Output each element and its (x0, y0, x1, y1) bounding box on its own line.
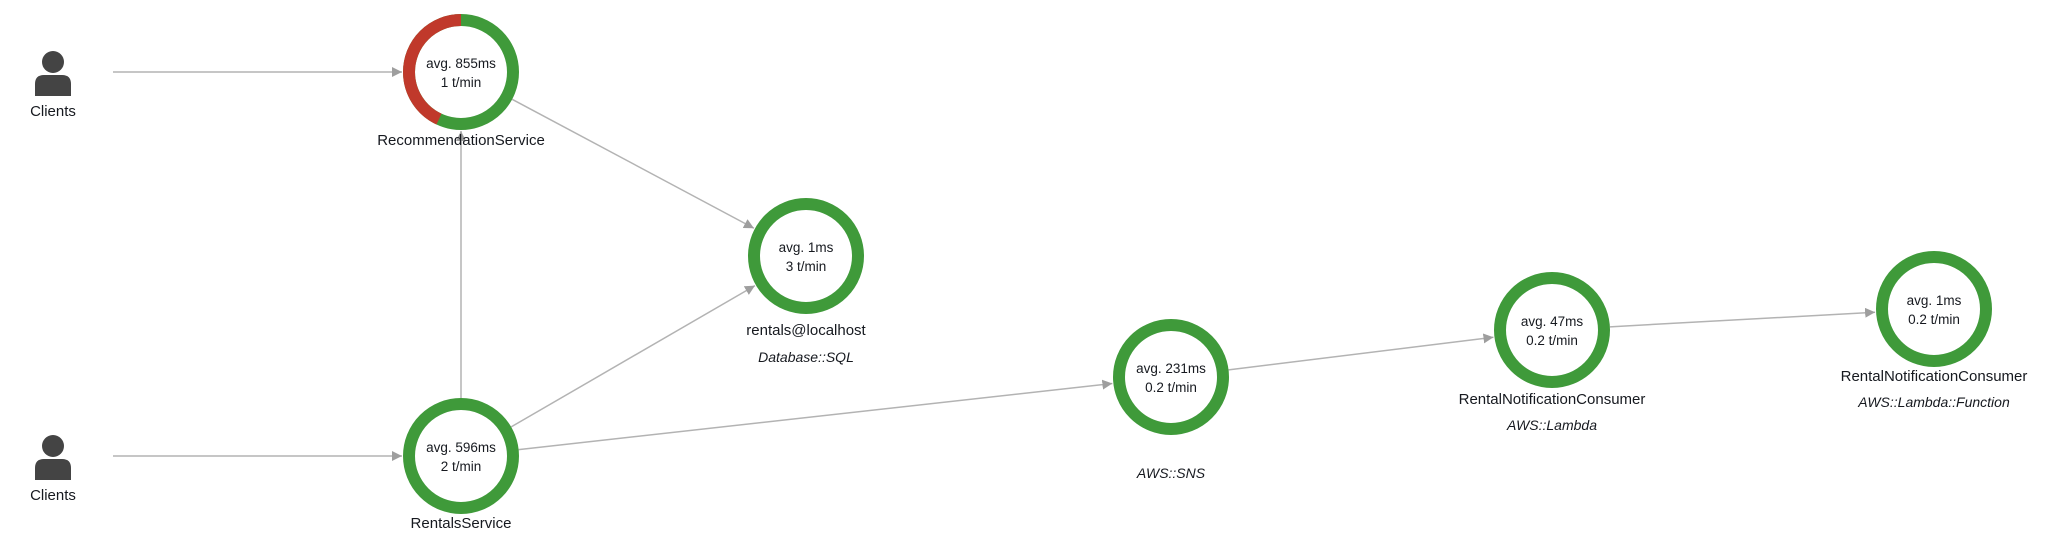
fault-arc (403, 14, 519, 130)
throughput: 0.2 t/min (1145, 380, 1197, 395)
service-name: RentalsService (411, 515, 512, 532)
client-label: Clients (30, 103, 76, 120)
client-node[interactable]: Clients (30, 435, 76, 504)
service-node-db[interactable]: avg. 1ms 3 t/min rentals@localhostDatabase… (746, 198, 867, 365)
service-type: AWS::SNS (1136, 465, 1206, 481)
service-node-function[interactable]: avg. 1ms 0.2 t/minRentalNotificationConsu… (1841, 251, 2028, 410)
service-name: RecommendationService (377, 132, 545, 149)
edge-lambda-to-function[interactable] (1609, 307, 1876, 328)
avg-latency: avg. 47ms (1521, 314, 1584, 329)
health-ring (403, 398, 519, 514)
service-type: Database::SQL (758, 349, 854, 365)
avg-latency: avg. 1ms (1907, 293, 1962, 308)
avg-latency: avg. 596ms (426, 440, 496, 455)
service-type: AWS::Lambda (1506, 417, 1597, 433)
throughput: 1 t/min (441, 75, 482, 90)
service-name: RentalNotificationConsumer (1459, 391, 1646, 408)
avg-latency: avg. 855ms (426, 56, 496, 71)
edge-rentals-to-sns[interactable] (518, 379, 1113, 451)
service-node-lambda[interactable]: avg. 47ms 0.2 t/minRentalNotificationCons… (1459, 272, 1646, 433)
health-ring (1113, 319, 1229, 435)
edge-recommendation-to-db[interactable] (511, 98, 755, 229)
edge-rentals-to-db[interactable] (510, 284, 756, 428)
client-label: Clients (30, 487, 76, 504)
throughput: 0.2 t/min (1908, 312, 1960, 327)
service-name: RentalNotificationConsumer (1841, 368, 2028, 385)
throughput: 0.2 t/min (1526, 333, 1578, 348)
health-ring (1876, 251, 1992, 367)
avg-latency: avg. 1ms (779, 240, 834, 255)
throughput: 2 t/min (441, 459, 482, 474)
health-ring (748, 198, 864, 314)
avg-latency: avg. 231ms (1136, 361, 1206, 376)
edge-sns-to-lambda[interactable] (1228, 333, 1494, 371)
user-icon (35, 51, 71, 96)
health-ring (1494, 272, 1610, 388)
client-node[interactable]: Clients (30, 51, 76, 120)
edges (113, 67, 1876, 461)
service-name: rentals@localhost (746, 322, 866, 339)
user-icon (35, 435, 71, 480)
throughput: 3 t/min (786, 259, 827, 274)
service-type: AWS::Lambda::Function (1857, 394, 2010, 410)
